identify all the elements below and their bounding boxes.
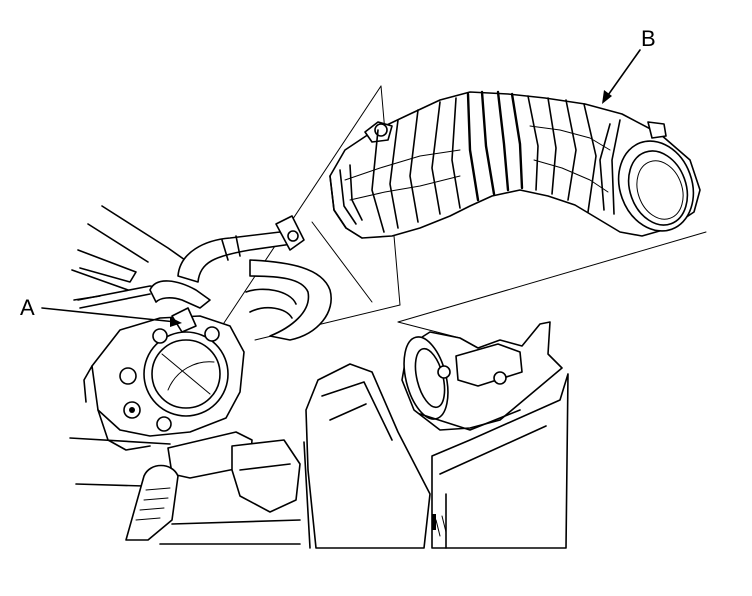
callout-label-a: A: [20, 295, 35, 320]
air-cleaner-housing: [159, 363, 569, 549]
detail-callout-lines: [213, 85, 707, 341]
callout-label-b: B: [641, 26, 656, 51]
intake-air-duct: [329, 90, 701, 239]
mass-airflow-sensor: [401, 321, 563, 431]
throttle-body-assembly: [71, 205, 332, 451]
leader-a: [41, 307, 182, 327]
leader-b: [602, 49, 641, 104]
lower-hoses: [69, 431, 301, 541]
